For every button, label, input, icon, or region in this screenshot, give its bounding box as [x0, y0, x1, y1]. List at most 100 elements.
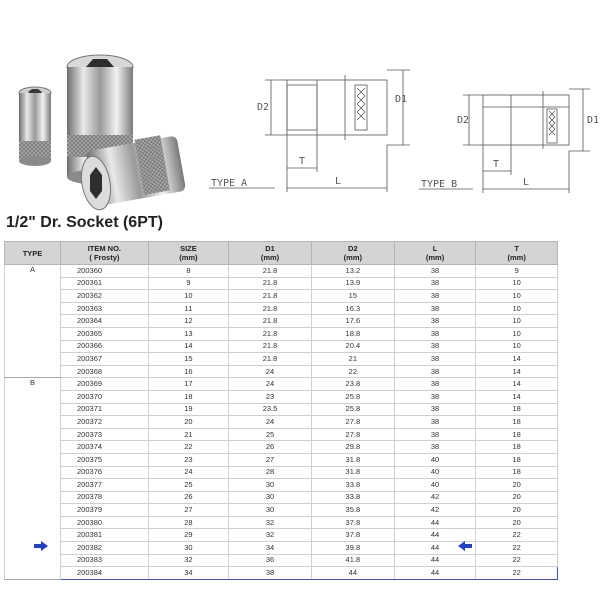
table-cell-d2: 33.8	[310, 490, 395, 505]
table-cell-size: 10	[147, 289, 230, 303]
table-cell-d1: 21.8	[228, 289, 312, 303]
item-number-cell: 200362	[60, 289, 149, 303]
table-cell-d1: 23	[228, 389, 312, 404]
table-cell-size: 23	[147, 452, 230, 467]
table-cell-d2: 44	[310, 566, 395, 580]
table-cell-d1: 23.5	[228, 402, 312, 417]
column-header-label: D1	[265, 244, 275, 253]
table-cell-size: 26	[147, 490, 230, 505]
item-number-cell: 200369	[60, 377, 149, 391]
table-cell-t: 10	[475, 314, 558, 328]
column-header-unit: (mm)	[179, 253, 198, 262]
column-header-d2: D2(mm)	[310, 241, 395, 265]
table-cell-d1: 28	[228, 465, 312, 480]
table-cell-l: 44	[393, 528, 477, 543]
table-cell-l: 42	[393, 490, 477, 505]
lying-socket-image	[80, 135, 186, 211]
table-cell-d1: 24	[228, 377, 312, 391]
item-number-cell: 200380	[60, 515, 149, 530]
table-cell-size: 18	[147, 389, 230, 404]
type-a-drawing: D2 D1 T L TYPE A	[209, 69, 410, 192]
item-number-cell: 200363	[60, 301, 149, 316]
table-cell-d2: 20.4	[310, 339, 395, 354]
table-cell-t: 9	[475, 264, 558, 278]
table-cell-d1: 30	[228, 503, 312, 517]
type-b-label: TYPE B	[421, 179, 457, 190]
table-cell-t: 18	[475, 452, 558, 467]
table-cell-l: 44	[393, 553, 477, 568]
table-cell-l: 38	[393, 377, 477, 391]
table-cell-d2: 31.8	[310, 452, 395, 467]
table-cell-d2: 37.8	[310, 528, 395, 543]
table-cell-d2: 37.8	[310, 515, 395, 530]
table-cell-l: 38	[393, 326, 477, 341]
table-cell-l: 40	[393, 478, 477, 492]
type-a-label: TYPE A	[211, 178, 247, 189]
table-cell-l: 44	[393, 515, 477, 530]
table-cell-d1: 21.8	[228, 314, 312, 328]
column-header-d1: D1(mm)	[228, 241, 312, 265]
table-cell-size: 30	[147, 541, 230, 555]
table-cell-size: 17	[147, 377, 230, 391]
type-a-d1-label: D1	[395, 94, 407, 105]
table-cell-size: 24	[147, 465, 230, 480]
item-number-cell: 200365	[60, 326, 149, 341]
table-cell-t: 10	[475, 339, 558, 354]
table-cell-t: 10	[475, 276, 558, 291]
item-number-cell: 200364	[60, 314, 149, 328]
table-cell-l: 38	[393, 276, 477, 291]
item-number-cell: 200384	[60, 566, 149, 580]
table-cell-d2: 27.8	[310, 415, 395, 429]
table-cell-t: 22	[475, 541, 558, 555]
column-header-size: SIZE(mm)	[147, 241, 230, 265]
table-cell-t: 18	[475, 402, 558, 417]
item-number-cell: 200375	[60, 452, 149, 467]
table-cell-t: 14	[475, 389, 558, 404]
item-number-cell: 200370	[60, 389, 149, 404]
column-header-unit: (mm)	[507, 253, 526, 262]
table-cell-d1: 27	[228, 452, 312, 467]
item-number-cell: 200381	[60, 528, 149, 543]
item-number-cell: 200368	[60, 364, 149, 379]
table-cell-d1: 21.8	[228, 326, 312, 341]
item-number-cell: 200379	[60, 503, 149, 517]
table-cell-d1: 30	[228, 490, 312, 505]
type-cell: A	[3, 263, 62, 379]
column-header-unit: ( Frosty)	[89, 253, 120, 262]
table-cell-t: 22	[475, 553, 558, 568]
column-header-unit: (mm)	[343, 253, 362, 262]
item-number-cell: 200366	[60, 339, 149, 354]
type-a-t-label: T	[299, 156, 305, 167]
table-cell-d2: 41.8	[310, 553, 395, 568]
table-cell-t: 14	[475, 352, 558, 366]
item-number-cell: 200367	[60, 352, 149, 366]
highlight-arrow-right-icon	[34, 541, 48, 551]
column-header-type: TYPE	[3, 241, 62, 265]
table-cell-size: 22	[147, 440, 230, 454]
item-number-cell: 200376	[60, 465, 149, 480]
item-number-cell: 200382	[60, 541, 149, 555]
table-cell-d2: 16.3	[310, 301, 395, 316]
table-cell-d1: 32	[228, 528, 312, 543]
item-number-cell: 200361	[60, 276, 149, 291]
table-cell-l: 38	[393, 402, 477, 417]
table-cell-size: 14	[147, 339, 230, 354]
column-header-l: L(mm)	[393, 241, 477, 265]
table-cell-d1: 36	[228, 553, 312, 568]
type-b-d1-label: D1	[587, 115, 599, 126]
item-number-cell: 200374	[60, 440, 149, 454]
table-cell-d2: 27.8	[310, 427, 395, 442]
page-title: 1/2" Dr. Socket (6PT)	[6, 214, 163, 231]
